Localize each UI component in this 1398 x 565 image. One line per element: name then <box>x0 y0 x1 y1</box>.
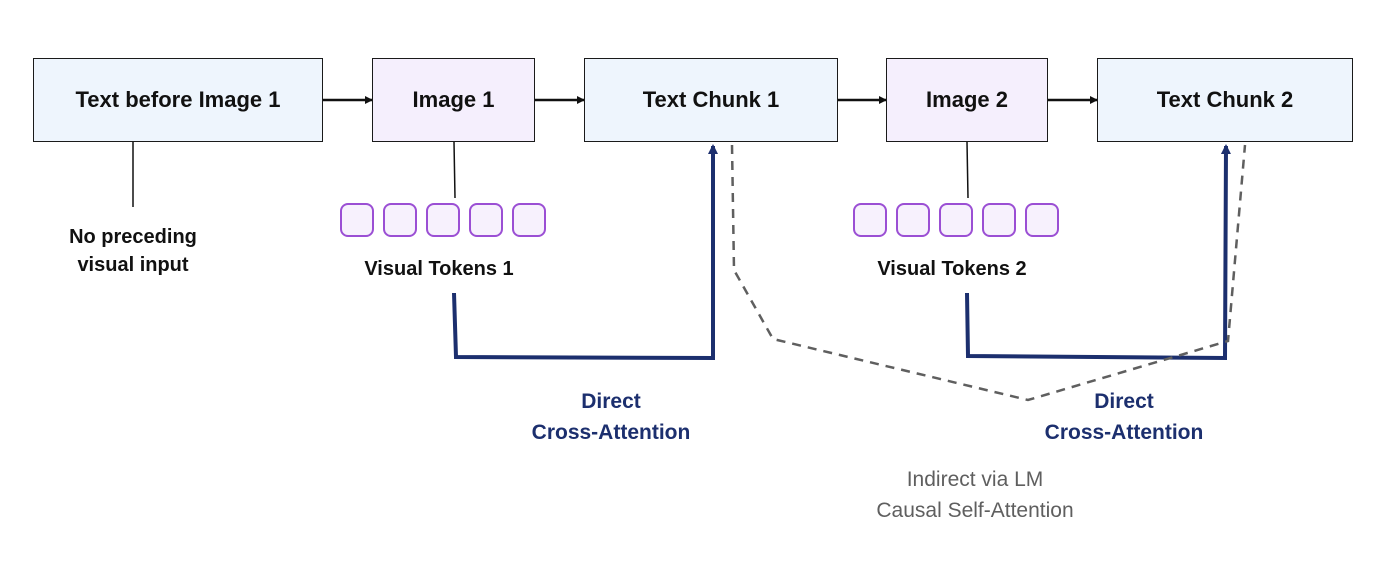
visual-token <box>853 203 887 237</box>
direct-2-line-2: Cross-Attention <box>1044 421 1204 444</box>
indirect-attention-path <box>730 144 1247 402</box>
direct-2-line-1: Direct <box>1094 390 1154 413</box>
text-before-image-1-label: Text before Image 1 <box>75 87 281 112</box>
visual-token <box>982 203 1016 237</box>
direct-attention-path-1 <box>452 144 718 361</box>
image-2-label: Image 2 <box>926 87 1008 112</box>
direct-1-line-2: Cross-Attention <box>531 421 691 444</box>
direct-1-line-1: Direct <box>581 390 641 413</box>
visual-token <box>469 203 503 237</box>
visual-token <box>512 203 546 237</box>
indirect-line-1: Indirect via LM <box>906 468 1044 491</box>
no-preceding-visual-input-note: No preceding visual input <box>33 223 233 279</box>
text-chunk-1-label: Text Chunk 1 <box>642 87 780 112</box>
note-line-2: visual input <box>77 254 189 276</box>
direct-cross-attention-label-1: Direct Cross-Attention <box>511 386 711 448</box>
direct-attention-path-2 <box>965 144 1231 361</box>
visual-token <box>383 203 417 237</box>
indirect-attention-label: Indirect via LM Causal Self-Attention <box>855 464 1095 526</box>
image-1-label: Image 1 <box>412 87 495 112</box>
text-chunk-2-box: Text Chunk 2 <box>1097 58 1353 142</box>
stem-image-1 <box>453 141 456 199</box>
indirect-line-2: Causal Self-Attention <box>876 499 1074 522</box>
visual-token <box>939 203 973 237</box>
visual-tokens-1-label: Visual Tokens 1 <box>364 258 514 280</box>
direct-cross-attention-label-2: Direct Cross-Attention <box>1024 386 1224 448</box>
visual-tokens-2-label: Visual Tokens 2 <box>877 258 1027 280</box>
visual-token <box>426 203 460 237</box>
text-chunk-2-label: Text Chunk 2 <box>1156 87 1294 112</box>
text-before-image-1-box: Text before Image 1 <box>33 58 323 142</box>
visual-token <box>1025 203 1059 237</box>
text-chunk-1-box: Text Chunk 1 <box>584 58 838 142</box>
visual-token <box>340 203 374 237</box>
image-1-box: Image 1 <box>372 58 535 142</box>
stem-image-2 <box>966 141 969 199</box>
note-line-1: No preceding <box>69 226 197 248</box>
visual-token <box>896 203 930 237</box>
image-2-box: Image 2 <box>886 58 1048 142</box>
